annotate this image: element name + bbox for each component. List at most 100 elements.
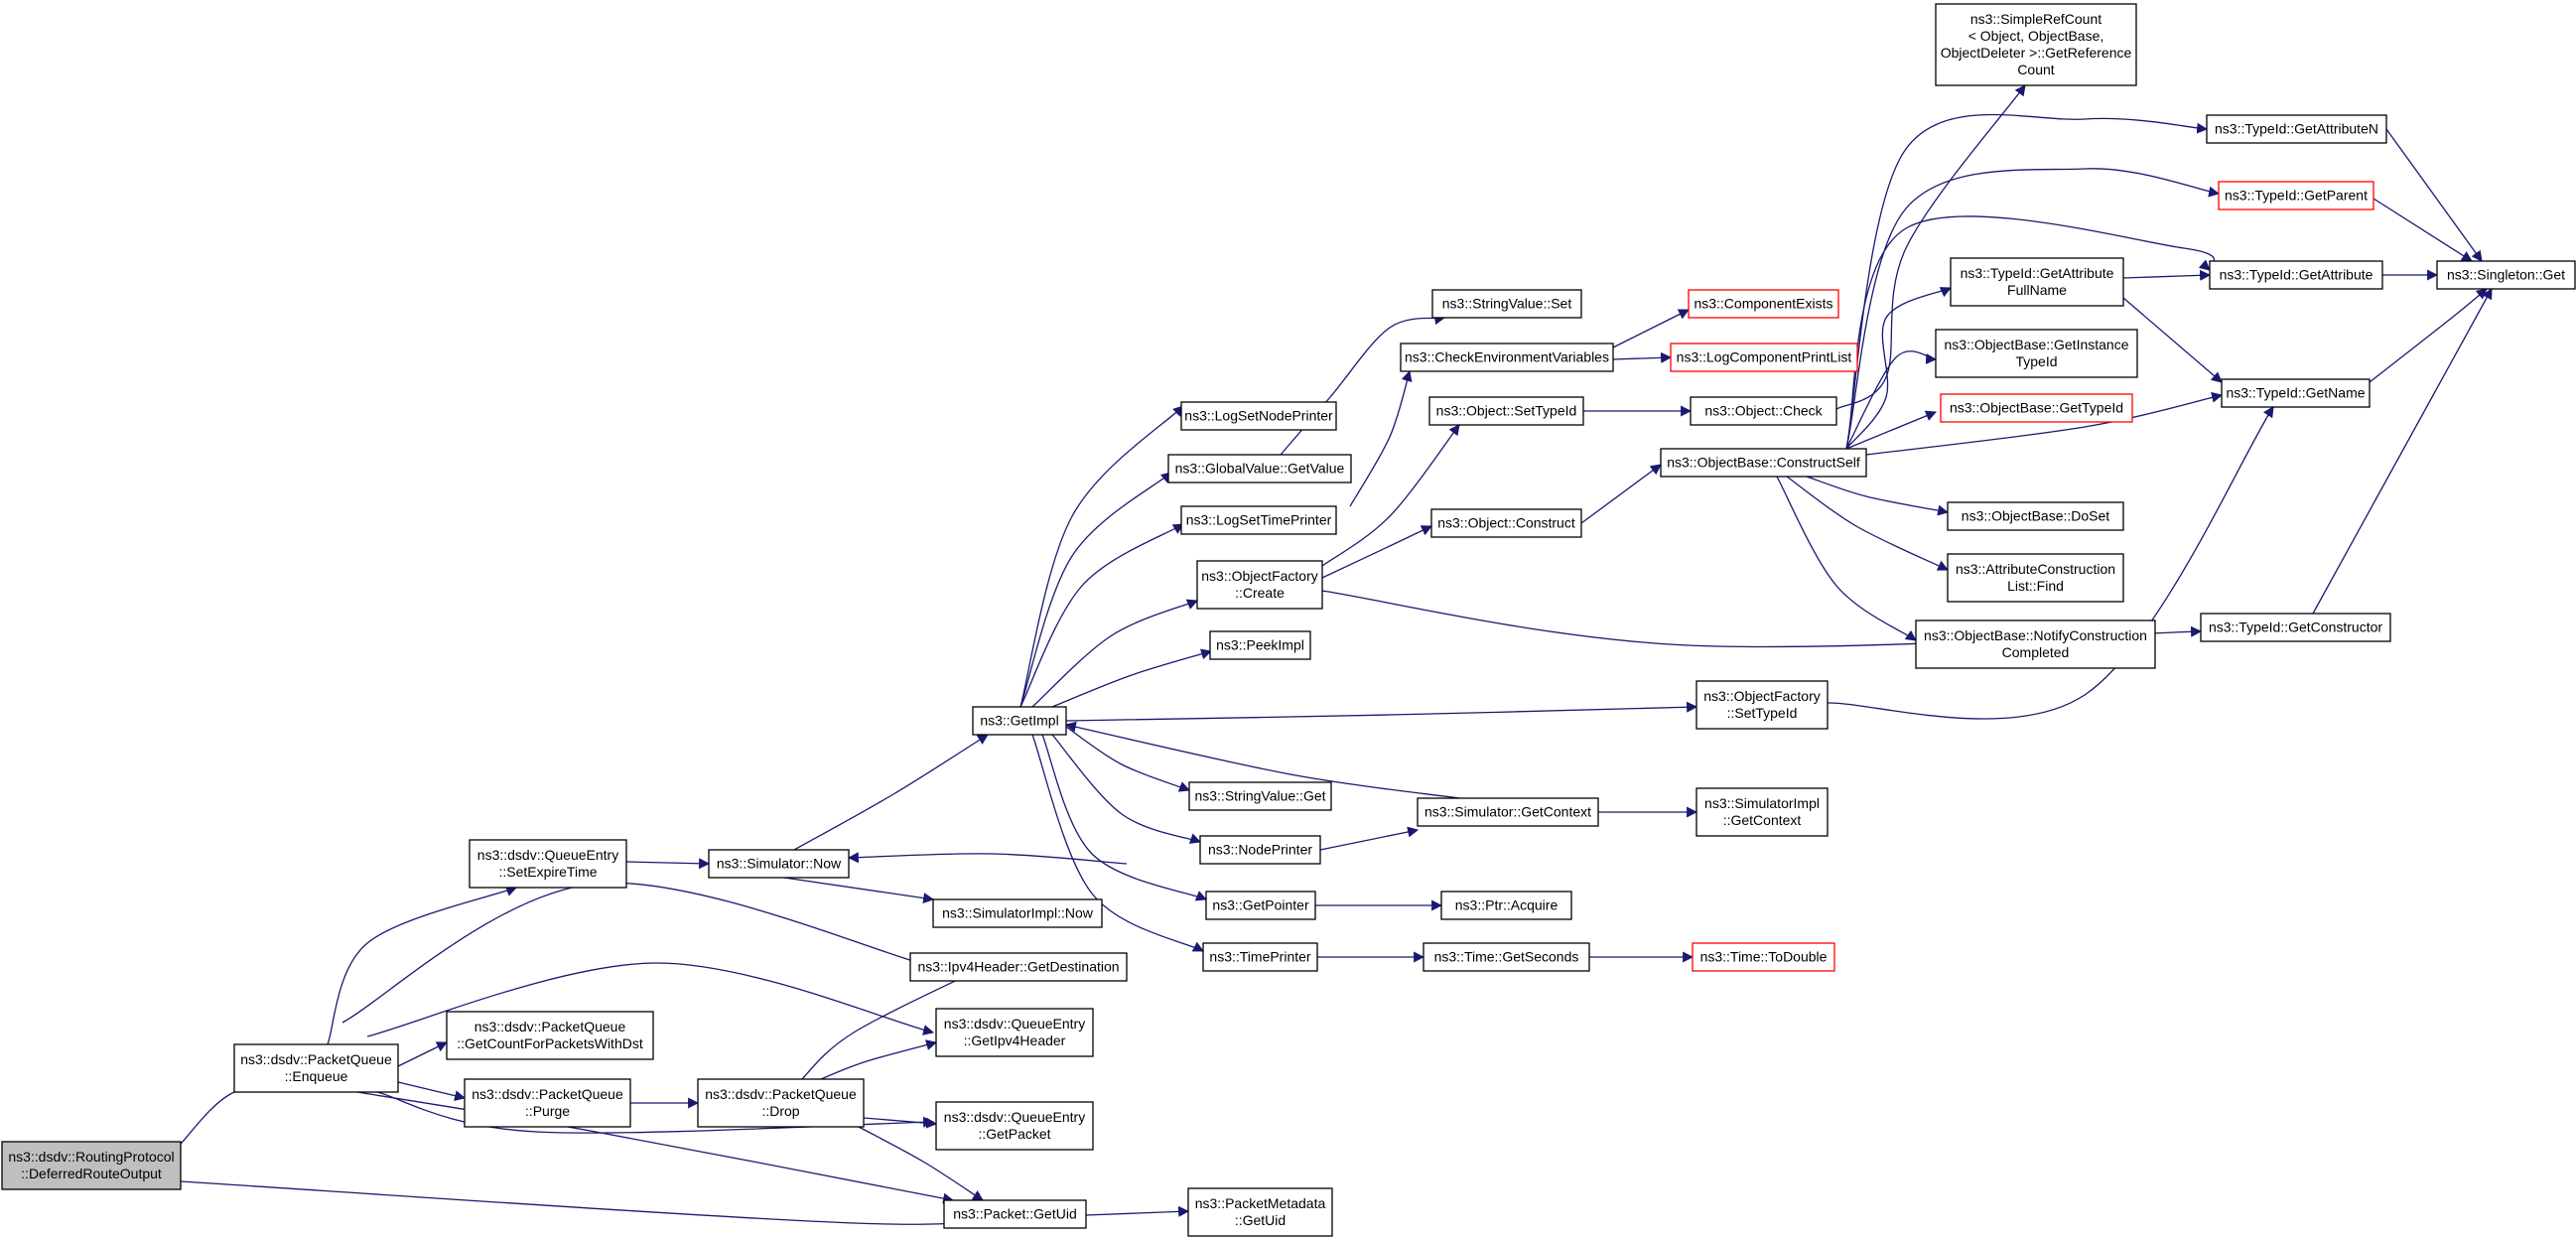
node-box — [932, 898, 1103, 928]
function-node-gvget[interactable]: ns3::GlobalValue::GetValue — [1167, 454, 1352, 483]
node-label: ns3::NodePrinter — [1208, 842, 1312, 858]
node-label: ns3::Packet::GetUid — [953, 1206, 1077, 1222]
function-node-logcomplist[interactable]: ns3::LogComponentPrintList — [1670, 343, 1858, 372]
node-label: Completed — [2002, 644, 2070, 660]
node-box — [1209, 630, 1311, 660]
call-edge — [1065, 701, 1698, 722]
node-label: ObjectDeleter >::GetReference — [1941, 45, 2132, 61]
node-label: ns3::dsdv::QueueEntry — [477, 847, 618, 863]
function-node-getpointer[interactable]: ns3::GetPointer — [1205, 891, 1316, 920]
function-node-objsettid[interactable]: ns3::Object::SetTypeId — [1428, 396, 1584, 426]
node-label: ns3::ObjectFactory — [1703, 688, 1821, 704]
function-node-obconstructself[interactable]: ns3::ObjectBase::ConstructSelf — [1660, 448, 1867, 478]
function-node-getcount[interactable]: ns3::dsdv::PacketQueue::GetCountForPacke… — [446, 1011, 654, 1060]
node-label: ::GetCountForPacketsWithDst — [457, 1035, 643, 1051]
function-node-tidgetattrn[interactable]: ns3::TypeId::GetAttributeN — [2206, 114, 2387, 144]
function-node-checkenv[interactable]: ns3::CheckEnvironmentVariables — [1400, 343, 1614, 372]
node-box — [1660, 448, 1867, 478]
node-box — [1199, 835, 1321, 865]
function-node-timetodouble[interactable]: ns3::Time::ToDouble — [1692, 942, 1835, 972]
function-node-lognode[interactable]: ns3::LogSetNodePrinter — [1180, 401, 1337, 431]
function-node-logtime[interactable]: ns3::LogSetTimePrinter — [1180, 505, 1337, 535]
function-node-root[interactable]: ns3::dsdv::RoutingProtocol::DeferredRout… — [1, 1141, 182, 1190]
function-node-objconstruct[interactable]: ns3::Object::Construct — [1430, 508, 1582, 538]
function-node-objcheck[interactable]: ns3::Object::Check — [1690, 396, 1837, 426]
node-label: ::SetTypeId — [1727, 705, 1798, 721]
node-box — [2221, 378, 2371, 408]
node-box — [1692, 942, 1835, 972]
node-box — [935, 1101, 1094, 1151]
function-node-ofcreate[interactable]: ns3::ObjectFactory::Create — [1196, 560, 1323, 610]
function-node-getipv4hdr[interactable]: ns3::dsdv::QueueEntry::GetIpv4Header — [935, 1008, 1094, 1057]
function-node-ptracquire[interactable]: ns3::Ptr::Acquire — [1440, 891, 1572, 920]
node-label: ::GetUid — [1235, 1212, 1286, 1228]
function-node-simgetctx[interactable]: ns3::Simulator::GetContext — [1417, 797, 1599, 827]
function-node-compexists[interactable]: ns3::ComponentExists — [1688, 289, 1839, 319]
node-label: ::Create — [1235, 585, 1285, 601]
function-node-ipv4dest[interactable]: ns3::Ipv4Header::GetDestination — [909, 952, 1128, 982]
function-node-ofsettid[interactable]: ns3::ObjectFactory::SetTypeId — [1695, 680, 1829, 730]
node-box — [1935, 3, 2137, 86]
function-node-tidgetname[interactable]: ns3::TypeId::GetName — [2221, 378, 2371, 408]
function-node-obnotify[interactable]: ns3::ObjectBase::NotifyConstructionCompl… — [1915, 620, 2156, 669]
node-box — [909, 952, 1128, 982]
function-node-svset[interactable]: ns3::StringValue::Set — [1431, 289, 1582, 319]
function-node-timeprinter[interactable]: ns3::TimePrinter — [1202, 942, 1318, 972]
node-box — [1196, 560, 1323, 610]
node-label: ns3::ObjectBase::DoSet — [1962, 508, 2110, 524]
node-label: ns3::LogSetNodePrinter — [1184, 408, 1333, 424]
call-edge — [813, 1039, 938, 1083]
function-node-setexpire[interactable]: ns3::dsdv::QueueEntry::SetExpireTime — [469, 839, 627, 889]
function-node-obgettid[interactable]: ns3::ObjectBase::GetTypeId — [1940, 393, 2133, 423]
node-box — [1202, 942, 1318, 972]
function-node-simimplgetctx[interactable]: ns3::SimulatorImpl::GetContext — [1695, 787, 1829, 837]
function-node-peekimpl[interactable]: ns3::PeekImpl — [1209, 630, 1311, 660]
function-node-tidgetctor[interactable]: ns3::TypeId::GetConstructor — [2200, 613, 2391, 642]
call-edge — [858, 1126, 984, 1201]
function-node-simimplnow[interactable]: ns3::SimulatorImpl::Now — [932, 898, 1103, 928]
function-node-nodeprinter[interactable]: ns3::NodePrinter — [1199, 835, 1321, 865]
function-node-obdoset[interactable]: ns3::ObjectBase::DoSet — [1947, 501, 2124, 531]
node-label: ns3::ObjectBase::GetTypeId — [1950, 400, 2123, 416]
call-edge — [1051, 648, 1213, 708]
node-label: ns3::SimpleRefCount — [1970, 11, 2101, 27]
call-edge — [1580, 464, 1662, 524]
node-box — [1431, 289, 1582, 319]
call-edge — [1835, 84, 2026, 410]
node-box — [1, 1141, 182, 1190]
function-node-tidgetattr[interactable]: ns3::TypeId::GetAttribute — [2209, 260, 2383, 290]
call-edge — [1019, 405, 1184, 708]
call-edge — [863, 1117, 938, 1129]
call-edges — [180, 84, 2493, 1225]
function-node-simnow[interactable]: ns3::Simulator::Now — [708, 849, 850, 879]
function-node-getimpl[interactable]: ns3::GetImpl — [972, 706, 1067, 736]
node-box — [2436, 260, 2576, 290]
function-node-purge[interactable]: ns3::dsdv::PacketQueue::Purge — [464, 1078, 631, 1128]
node-box — [1188, 781, 1332, 811]
call-edge — [1065, 726, 1191, 792]
call-edge — [1612, 309, 1690, 348]
function-node-singleton[interactable]: ns3::Singleton::Get — [2436, 260, 2576, 290]
function-node-drop[interactable]: ns3::dsdv::PacketQueue::Drop — [697, 1078, 865, 1128]
function-node-refcount[interactable]: ns3::SimpleRefCount< Object, ObjectBase,… — [1935, 3, 2137, 86]
function-node-tidgetparent[interactable]: ns3::TypeId::GetParent — [2218, 181, 2374, 210]
node-label: ::GetIpv4Header — [964, 1032, 1066, 1048]
call-edge — [341, 882, 935, 1024]
function-node-svget[interactable]: ns3::StringValue::Get — [1188, 781, 1332, 811]
node-label: ns3::Object::Check — [1704, 403, 1823, 419]
node-label: ns3::SimulatorImpl — [1704, 795, 1820, 811]
node-label: ::Enqueue — [285, 1068, 348, 1084]
function-node-getpacket[interactable]: ns3::dsdv::QueueEntry::GetPacket — [935, 1101, 1094, 1151]
function-node-getuid[interactable]: ns3::Packet::GetUid — [943, 1199, 1087, 1229]
node-label: ::SetExpireTime — [498, 864, 597, 880]
function-node-pmgetuid[interactable]: ns3::PacketMetadata::GetUid — [1187, 1187, 1333, 1237]
node-box — [2218, 181, 2374, 210]
node-box — [1690, 396, 1837, 426]
function-node-timegetsec[interactable]: ns3::Time::GetSeconds — [1423, 942, 1590, 972]
function-node-enqueue[interactable]: ns3::dsdv::PacketQueue::Enqueue — [233, 1043, 399, 1093]
call-edge — [356, 1091, 955, 1204]
node-label: ns3::Object::SetTypeId — [1436, 403, 1577, 419]
